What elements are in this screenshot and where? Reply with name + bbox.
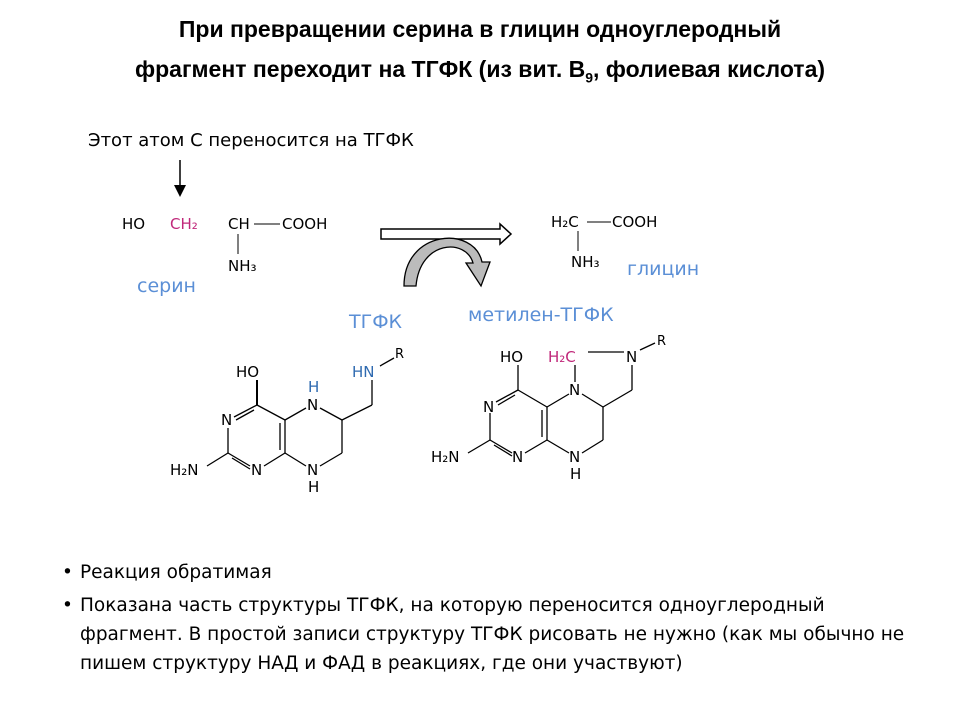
bullet-icon: •: [62, 595, 73, 616]
thf-n8: N: [307, 461, 318, 479]
methylene-n5: N: [569, 381, 580, 399]
bullet-icon: •: [62, 562, 73, 583]
thf-hn10: HN: [352, 363, 375, 381]
reaction-arrow-icon: [380, 222, 513, 246]
thf-n5: N: [307, 396, 318, 414]
thf-n3: N: [221, 411, 232, 429]
methylene-thf-structure: HO H₂C N R N N N N H H₂N: [431, 334, 666, 483]
methylene-thf-label: метилен-ТГФК: [468, 304, 614, 326]
thf-label: ТГФК: [348, 311, 403, 333]
thf-h8: H: [308, 478, 319, 496]
methylene-h8: H: [570, 465, 581, 483]
methylene-h2n: H₂N: [431, 448, 460, 466]
methylene-n8: N: [569, 448, 580, 466]
serine-label: серин: [137, 275, 196, 297]
serine-formula: HO CH₂ CH COOH NH₃ серин: [122, 215, 327, 297]
methylene-n10: N: [626, 348, 637, 366]
thf-n1: N: [251, 461, 262, 479]
title-line-1: При превращении серина в глицин одноугле…: [178, 16, 782, 42]
title-text: , фолиевая кислота): [593, 56, 826, 82]
bullet-item: • Показана часть структуры ТГФК, на котор…: [62, 591, 922, 678]
methylene-n1: N: [512, 448, 523, 466]
glycine-cooh: COOH: [612, 213, 657, 231]
thf-r: R: [395, 347, 404, 362]
glycine-label: глицин: [627, 258, 699, 280]
serine-ch: CH: [228, 215, 250, 233]
methylene-ho: HO: [500, 348, 523, 366]
title-subscript: 9: [585, 69, 594, 86]
thf-h2n: H₂N: [170, 461, 199, 479]
serine-cooh: COOH: [282, 215, 327, 233]
thf-h5: H: [308, 378, 319, 396]
serine-ho: HO: [122, 215, 145, 233]
title-text: фрагмент переходит на ТГФК (из вит. B: [134, 56, 586, 82]
methylene-h2c: H₂C: [548, 348, 576, 366]
serine-ch2: CH₂: [170, 215, 198, 233]
bullet-text: Реакция обратимая: [80, 562, 272, 583]
cofactor-curved-arrow-icon: [403, 237, 491, 288]
bullet-text: Показана часть структуры ТГФК, на котору…: [80, 595, 905, 674]
thf-structure: HO N N N H N H HN R H₂N: [170, 347, 404, 496]
methylene-n3: N: [483, 398, 494, 416]
glycine-nh3: NH₃: [571, 253, 600, 271]
glycine-formula: H₂C COOH NH₃ глицин: [551, 213, 699, 280]
glycine-h2c: H₂C: [551, 213, 579, 231]
serine-nh3: NH₃: [228, 257, 257, 275]
methylene-r: R: [657, 334, 666, 349]
bullet-item: • Реакция обратимая: [62, 558, 922, 587]
title-line-2: фрагмент переходит на ТГФК (из вит. B9, …: [0, 56, 960, 86]
thf-ho: HO: [236, 363, 259, 381]
carbon-transfer-note: Этот атом С переносится на ТГФК: [88, 130, 414, 151]
